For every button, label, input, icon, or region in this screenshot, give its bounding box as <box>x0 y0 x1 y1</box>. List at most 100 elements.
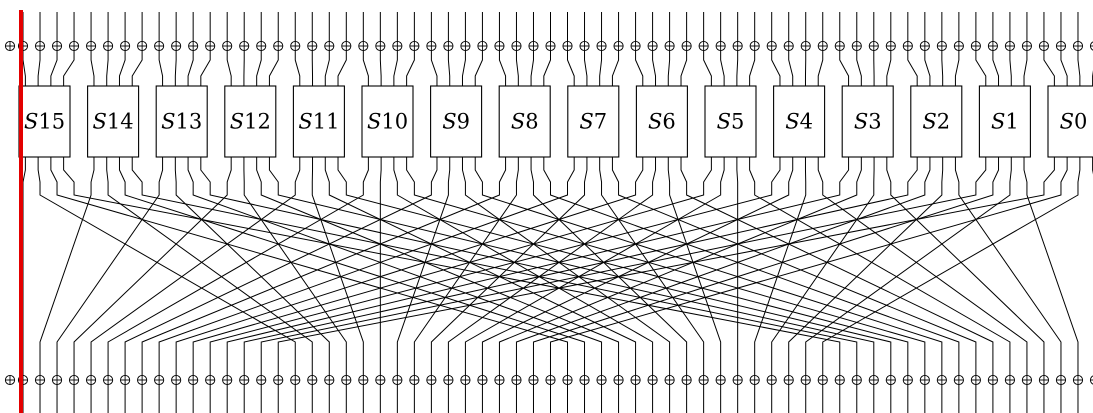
xor-bottom-icon <box>171 374 182 386</box>
bit-permutation-layer <box>22 157 1093 376</box>
sbox-input-wire <box>635 50 644 86</box>
sbox-input-wire <box>720 50 725 86</box>
xor-bottom-icon <box>783 374 794 386</box>
sbox-label-index: 4 <box>800 110 813 134</box>
sbox-label-letter: S <box>161 110 175 134</box>
xor-bottom-icon <box>205 374 216 386</box>
xor-top-icon <box>613 40 624 52</box>
xor-bottom-icon <box>766 374 777 386</box>
sbox-label-letter: S <box>717 110 731 134</box>
xor-top-icon <box>324 40 335 52</box>
sbox-label-index: 12 <box>244 110 271 134</box>
sbox-input-wire <box>324 50 330 86</box>
sbox-label-letter: S <box>648 110 662 134</box>
sbox-rect <box>18 85 71 158</box>
xor-top-icon <box>239 40 250 52</box>
permutation-wire <box>209 157 781 376</box>
xor-bottom-icon <box>885 374 896 386</box>
permutation-wire <box>50 157 569 376</box>
sbox-label: S11 <box>298 110 339 134</box>
permutation-wire <box>260 157 987 376</box>
permutation-wire <box>515 157 931 376</box>
xor-top-icon <box>817 40 828 52</box>
sbox-input-wire <box>771 50 781 86</box>
sbox-input-wire <box>200 50 211 86</box>
sbox-12: S12 <box>224 85 277 158</box>
permutation-wire <box>118 157 586 376</box>
xor-top-icon <box>205 40 216 52</box>
xor-top-icon <box>443 40 454 52</box>
sbox-label: S9 <box>442 110 470 134</box>
permutation-wire <box>268 157 892 376</box>
sbox-input-wire <box>158 50 164 86</box>
sbox-label: S13 <box>161 110 202 134</box>
permutation-wire <box>192 157 712 376</box>
sbox-rect <box>978 85 1031 158</box>
sbox-rect <box>292 85 345 158</box>
xor-bottom-icon <box>851 374 862 386</box>
sbox-input-wire <box>924 50 931 86</box>
sbox-input-wire <box>406 50 415 86</box>
permutation-wire <box>817 157 1028 376</box>
sbox-label: S1 <box>991 110 1019 134</box>
permutation-wire <box>56 157 164 376</box>
xor-bottom-icon <box>256 374 267 386</box>
xor-bottom-icon <box>970 374 981 386</box>
sbox-input-wire <box>907 50 918 86</box>
permutation-wire <box>324 157 637 376</box>
sbox-1: S1 <box>978 85 1031 158</box>
xor-bottom-icon <box>647 374 658 386</box>
permutation-wire <box>954 157 1062 376</box>
sbox-input-wire <box>749 50 756 86</box>
sbox-label-letter: S <box>854 110 868 134</box>
xor-bottom-icon <box>86 374 97 386</box>
sbox-input-wire <box>362 50 369 86</box>
permutation-wire <box>530 157 688 376</box>
xor-top-icon <box>766 40 777 52</box>
sbox-input-wire <box>1077 50 1081 86</box>
xor-bottom-icon <box>630 374 641 386</box>
xor-top-icon <box>1089 41 1093 51</box>
xor-bottom-icon <box>1004 374 1015 386</box>
xor-top-icon <box>341 40 352 52</box>
sbox-label-index: 10 <box>381 110 408 134</box>
top-input-wires <box>22 12 1093 86</box>
permutation-wire <box>124 157 438 376</box>
permutation-wire <box>474 157 943 376</box>
xor-bottom-icon <box>34 374 46 386</box>
permutation-wire <box>37 157 296 376</box>
xor-top-icon <box>256 40 267 52</box>
sbox-label-index: 13 <box>176 110 203 134</box>
xor-top-icon <box>375 40 386 52</box>
permutation-wire <box>63 157 841 376</box>
sbox-input-wire <box>294 50 301 86</box>
permutation-wire <box>379 157 382 376</box>
sbox-input-wire <box>447 50 451 86</box>
sbox-label: S10 <box>367 110 408 134</box>
xor-top-icon <box>120 40 131 52</box>
sbox-input-wire <box>599 50 603 86</box>
sbox-input-wire <box>474 50 483 86</box>
xor-top-icon <box>154 40 165 52</box>
permutation-wire <box>413 157 519 376</box>
sbox-label-index: 3 <box>868 110 881 134</box>
xor-bottom-icon <box>137 374 148 386</box>
sbox-label-index: 7 <box>594 110 607 134</box>
xor-top-icon <box>51 40 63 52</box>
permutation-wire <box>822 157 1081 376</box>
xor-bottom-icon <box>953 374 964 386</box>
sbox-5: S5 <box>704 85 757 158</box>
xor-bottom-icon <box>290 374 301 386</box>
sbox-label-index: 5 <box>731 110 744 134</box>
sbox-label: S0 <box>1060 110 1088 134</box>
sbox-input-wire <box>530 50 534 86</box>
sbox-rect <box>910 85 963 158</box>
permutation-wire <box>187 157 603 376</box>
xor-top-icon <box>851 40 862 52</box>
sbox-input-wire <box>63 50 75 86</box>
sbox-rect <box>704 85 757 158</box>
xor-bottom-icon <box>460 374 471 386</box>
xor-top-icon <box>511 40 522 52</box>
sbox-label: S3 <box>854 110 882 134</box>
